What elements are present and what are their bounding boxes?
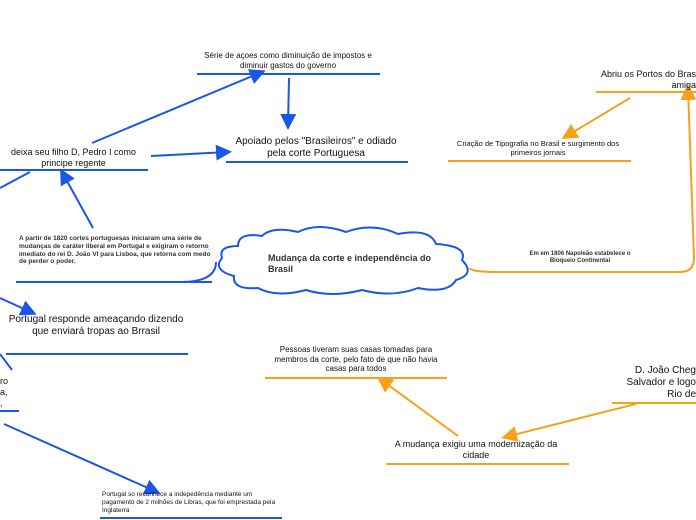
central-topic[interactable]: Mudança da corte e independência do Bras… xyxy=(268,253,432,274)
connector-left-edge-to-portugal-ameaca xyxy=(0,297,37,316)
node-modernizacao[interactable]: A mudança exigiu uma modernização da cid… xyxy=(394,439,558,460)
node-portugal-ameaca[interactable]: Portugal responde ameaçando dizendo que … xyxy=(8,314,184,337)
connector-center-to-cortes xyxy=(179,261,217,283)
connector-reducao-to-apoiado xyxy=(280,77,297,130)
connector-left-edge-to-reconhece xyxy=(3,423,161,495)
connector-modernizacao-to-pessoas xyxy=(376,376,459,437)
node-fragmento-esquerda[interactable]: ro a, , xyxy=(0,376,9,408)
node-reducao-impostos[interactable]: Série de açoes como diminuição de impost… xyxy=(204,51,372,70)
connector-deixa-filho-to-apoiado xyxy=(150,144,232,161)
central-cloud-shape xyxy=(218,226,469,295)
node-tipografia[interactable]: Criação de Tipografia no Brasil e surgim… xyxy=(456,139,620,157)
connector-center-to-bloqueio xyxy=(469,257,695,273)
node-apoiado-brasileiros[interactable]: Apoiado pelos "Brasileiros" e odiado pel… xyxy=(235,136,397,159)
node-cortes-portuguesas[interactable]: A partir de 1820 cortes portuguesas inic… xyxy=(19,235,211,266)
connector-left-edge-to-fragmento xyxy=(0,353,13,371)
node-bloqueio-continental[interactable]: Em em 1806 Napoleão estabelece o Bloquei… xyxy=(529,251,631,265)
node-portugal-reconhece[interactable]: Portugal so reconhece a indepedência med… xyxy=(102,491,276,514)
connector-left-edge-to-deixa-filho xyxy=(0,171,31,189)
connector-deixa-filho-to-reducao xyxy=(91,69,266,144)
connector-dom-joao-to-modernizacao xyxy=(501,403,637,442)
connector-bloqueio-to-abriu-portos xyxy=(680,84,696,259)
connector-abriu-portos-to-tipografia xyxy=(561,97,631,140)
connector-cortes-to-deixa-filho xyxy=(60,168,94,229)
node-pessoas-casas[interactable]: Pessoas tiveram suas casas tomadas para … xyxy=(274,345,438,374)
node-abriu-portos[interactable]: Abriu os Portos do Bras amiga xyxy=(600,69,696,90)
node-deixa-filho[interactable]: deixa seu filho D, Pedro I como principe… xyxy=(10,147,137,168)
node-dom-joao[interactable]: D. João Cheg Salvador e logo Rio de xyxy=(626,365,696,400)
